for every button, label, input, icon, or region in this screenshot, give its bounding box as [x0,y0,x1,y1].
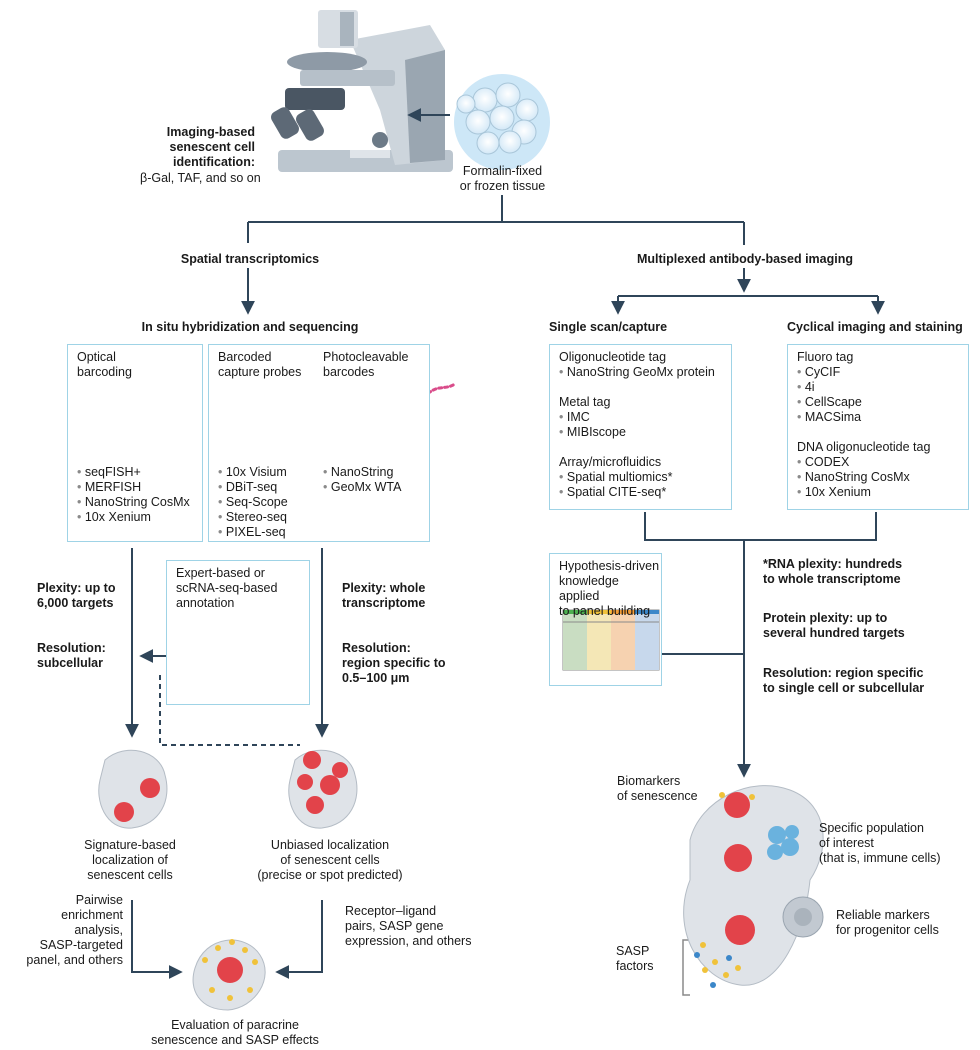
list-item: 10x Visium [218,465,288,480]
list-item: 10x Xenium [77,510,190,525]
sequencing-box: Barcoded capture probes Photocleavable b… [208,344,430,542]
imaging-heading: Imaging-based senescent cell identificat… [166,125,255,169]
population-label: Specific population of interest (that is… [819,821,941,865]
optical-barcoding-title: Optical barcoding [77,350,132,379]
signature-label: Signature-based localization of senescen… [84,838,176,882]
connector-lines [125,108,885,996]
photocleavable-title: Photocleavable barcodes [323,350,409,379]
group-list: CyCIF 4i CellScape MACSima [797,365,930,425]
photocleavable-list: NanoString GeoMx WTA [323,465,402,495]
cyclical-title: Cyclical imaging and staining [787,320,963,334]
list-item: NanoString CosMx [77,495,190,510]
list-item: seqFISH+ [77,465,190,480]
biomarkers-label: Biomarkers of senescence [617,774,698,803]
list-item: Spatial multiomics* [559,470,715,485]
pairwise-label: Pairwise enrichment analysis, SASP-targe… [26,893,123,967]
optical-barcoding-box: Optical barcoding seqFISH+ MERFISH NanoS… [67,344,203,542]
multiplexed-imaging-title: Multiplexed antibody-based imaging [637,252,853,266]
imaging-methods: β-Gal, TAF, and so on [140,171,261,185]
resolution-imaging: Resolution: region specific to single ce… [763,666,925,695]
plexity-right: Plexity: whole transcriptome [342,581,426,610]
group-list: IMC MIBIscope [559,410,715,440]
list-item: IMC [559,410,715,425]
panel-table-icon [562,609,660,671]
cyclical-groups: Fluoro tag CyCIF 4i CellScape MACSima DN… [797,350,930,500]
hypothesis-text: Hypothesis-driven knowledge applied to p… [559,559,660,618]
unbiased-label: Unbiased localization of senescent cells… [257,838,403,882]
cyclical-box: Fluoro tag CyCIF 4i CellScape MACSima DN… [787,344,969,510]
list-item: Seq-Scope [218,495,288,510]
resolution-right: Resolution: region specific to 0.5–100 μ… [342,641,446,685]
tissue-sample-icon [454,74,550,170]
group-heading: DNA oligonucleotide tag [797,440,931,454]
group-heading: Fluoro tag [797,350,854,364]
optical-list: seqFISH+ MERFISH NanoString CosMx 10x Xe… [77,465,190,525]
in-situ-subtitle: In situ hybridization and sequencing [141,320,359,334]
list-item: GeoMx WTA [323,480,402,495]
hypothesis-box: Hypothesis-driven knowledge applied to p… [549,553,662,686]
barcoded-list: 10x Visium DBiT-seq Seq-Scope Stereo-seq… [218,465,288,540]
group-heading: Oligonucleotide tag [559,350,667,364]
list-item: Stereo-seq [218,510,288,525]
single-scan-groups: Oligonucleotide tag NanoString GeoMx pro… [559,350,715,500]
tissue-label: Formalin-fixed or frozen tissue [459,164,546,193]
right-tissue-icon [683,785,824,988]
single-scan-title: Single scan/capture [549,320,668,334]
barcoded-title: Barcoded capture probes [218,350,302,379]
receptor-label: Receptor–ligand pairs, SASP gene express… [345,904,472,948]
sasp-label: SASP factors [616,944,654,973]
single-scan-box: Oligonucleotide tag NanoString GeoMx pro… [549,344,732,510]
list-item: NanoString [323,465,401,480]
annotation-text: Expert-based or scRNA-seq-based annotati… [176,566,278,610]
annotation-box: Expert-based or scRNA-seq-based annotati… [166,560,310,705]
list-item: CODEX [797,455,930,470]
list-item: PIXEL-seq [218,525,288,540]
list-item: 4i [797,380,930,395]
spatial-transcriptomics-title: Spatial transcriptomics [180,252,320,266]
list-item: MERFISH [77,480,190,495]
group-list: CODEX NanoString CosMx 10x Xenium [797,455,930,500]
resolution-left: Resolution: subcellular [37,641,106,670]
unbiased-tissue-icon [288,749,358,829]
list-item: NanoString GeoMx protein [559,365,715,380]
protein-plexity: Protein plexity: up to several hundred t… [763,611,905,640]
list-item: MACSima [797,410,930,425]
group-list: NanoString GeoMx protein [559,365,715,380]
signature-tissue-icon [98,749,168,829]
rna-plexity: *RNA plexity: hundreds to whole transcri… [763,557,903,586]
list-item: CellScape [797,395,930,410]
list-item: 10x Xenium [797,485,930,500]
plexity-left: Plexity: up to 6,000 targets [37,581,116,610]
list-item: Spatial CITE-seq* [559,485,715,500]
progenitor-label: Reliable markers for progenitor cells [836,908,939,937]
evaluation-label: Evaluation of paracrine senescence and S… [151,1018,319,1047]
list-item: CyCIF [797,365,930,380]
group-list: Spatial multiomics* Spatial CITE-seq* [559,470,715,500]
list-item: MIBIscope [559,425,715,440]
group-heading: Metal tag [559,395,611,409]
list-item: NanoString CosMx [797,470,930,485]
sasp-evaluation-icon [192,939,266,1011]
group-heading: Array/microfluidics [559,455,662,469]
microscope-icon [271,10,453,172]
list-item: DBiT-seq [218,480,288,495]
